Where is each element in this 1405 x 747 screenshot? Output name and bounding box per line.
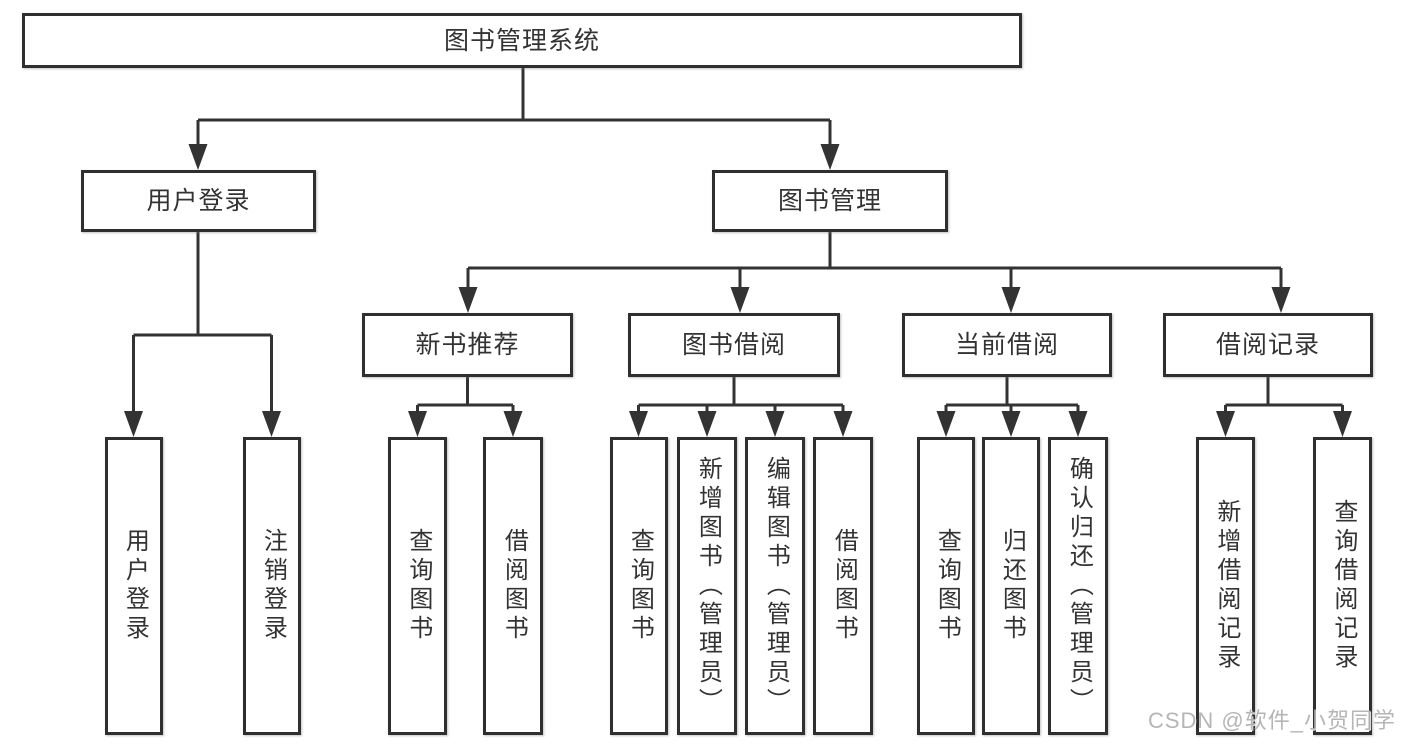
node-query-borrow-record: 查询借阅记录 bbox=[1313, 437, 1372, 735]
node-query-books: 查询图书 bbox=[917, 437, 975, 735]
node-user-login: 用户登录 bbox=[105, 437, 163, 735]
arrowhead bbox=[408, 411, 427, 437]
node-query-books: 查询图书 bbox=[610, 437, 668, 735]
connector-book-borrowing-branch bbox=[637, 377, 845, 418]
node-borrow-books: 借阅图书 bbox=[813, 437, 873, 735]
node-root: 图书管理系统 bbox=[22, 13, 1022, 68]
arrowhead bbox=[765, 411, 785, 437]
node-new-book-recommend: 新书推荐 bbox=[362, 313, 573, 377]
node-borrow-records: 借阅记录 bbox=[1163, 313, 1373, 377]
connector-user-login-branch bbox=[132, 232, 273, 414]
arrowhead bbox=[124, 411, 143, 437]
arrowhead bbox=[1001, 287, 1021, 313]
connector-current-borrowing-branch bbox=[944, 377, 1080, 418]
connector-new-book-branch bbox=[416, 377, 515, 418]
arrowhead bbox=[503, 411, 523, 437]
node-current-borrowing: 当前借阅 bbox=[902, 313, 1112, 377]
arrowhead bbox=[1271, 287, 1291, 313]
node-return-books: 归还图书 bbox=[982, 437, 1040, 735]
arrowhead bbox=[730, 287, 750, 313]
node-book-borrowing: 图书借阅 bbox=[628, 313, 840, 377]
connector-book-management-branch bbox=[466, 232, 1283, 290]
arrowhead bbox=[1333, 411, 1352, 437]
arrowhead bbox=[458, 287, 478, 313]
arrowhead bbox=[820, 144, 840, 170]
node-logout: 注销登录 bbox=[243, 437, 301, 735]
arrowhead bbox=[1216, 411, 1235, 437]
arrowhead bbox=[697, 411, 717, 437]
watermark: CSDN @软件_小贺同学 bbox=[1147, 708, 1396, 733]
node-user-login-branch: 用户登录 bbox=[81, 170, 316, 232]
node-add-borrow-record: 新增借阅记录 bbox=[1196, 437, 1255, 735]
arrowhead bbox=[1001, 411, 1021, 437]
arrowhead bbox=[833, 411, 853, 437]
arrowhead bbox=[1068, 411, 1088, 437]
node-edit-book-admin: 编辑图书（管理员） bbox=[745, 437, 805, 735]
node-query-books: 查询图书 bbox=[388, 437, 447, 735]
arrowhead bbox=[936, 411, 956, 437]
arrowhead bbox=[629, 411, 648, 437]
node-borrow-books: 借阅图书 bbox=[483, 437, 543, 735]
connector-root-branch bbox=[196, 68, 832, 150]
arrowhead bbox=[188, 144, 208, 170]
node-book-management: 图书管理 bbox=[712, 170, 948, 232]
node-confirm-return-admin: 确认归还（管理员） bbox=[1048, 437, 1108, 735]
connector-borrow-records-branch bbox=[1224, 377, 1344, 418]
arrowhead bbox=[262, 411, 281, 437]
node-add-book-admin: 新增图书（管理员） bbox=[677, 437, 737, 735]
